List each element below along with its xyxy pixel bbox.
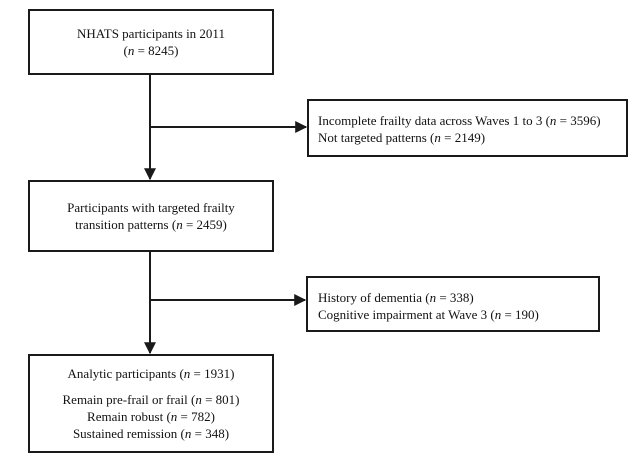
box-exclusion-frailty: Incomplete frailty data across Waves 1 t…	[307, 99, 628, 157]
box5-line1: Analytic participants (n = 1931)	[67, 366, 235, 381]
box5-spacer	[30, 382, 272, 391]
box2-line2: Not targeted patterns (n = 2149)	[318, 130, 486, 145]
box1-count: (n = 8245)	[123, 43, 179, 58]
box-analytic-participants: Analytic participants (n = 1931) Remain …	[28, 354, 274, 453]
box5-line4: Sustained remission (n = 348)	[72, 426, 230, 441]
box-exclusion-dementia: History of dementia (n = 338) Cognitive …	[306, 276, 600, 332]
box4-line2: Cognitive impairment at Wave 3 (n = 190)	[318, 307, 539, 322]
box2-line1: Incomplete frailty data across Waves 1 t…	[318, 113, 601, 128]
box5-line3: Remain robust (n = 782)	[87, 409, 215, 424]
box4-line1: History of dementia (n = 338)	[318, 290, 474, 305]
box-nhats-participants: NHATS participants in 2011 (n = 8245)	[28, 9, 274, 75]
box-targeted-patterns: Participants with targeted frailty trans…	[28, 180, 274, 252]
box3-line1: Participants with targeted frailty	[67, 200, 235, 215]
box5-line2: Remain pre-frail or frail (n = 801)	[62, 392, 240, 407]
box3-line2: transition patterns (n = 2459)	[75, 217, 227, 232]
box1-title: NHATS participants in 2011	[77, 26, 225, 41]
